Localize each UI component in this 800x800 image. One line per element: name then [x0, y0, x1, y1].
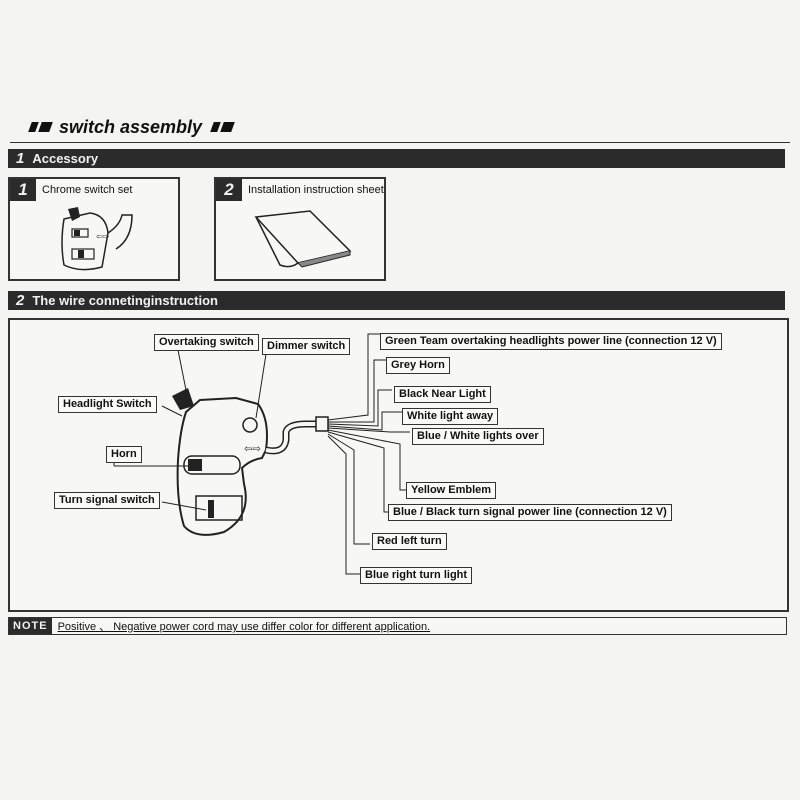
item-label: Installation instruction sheet [248, 184, 384, 196]
wire-label-white-away: White light away [402, 408, 499, 425]
accessory-item-instruction-sheet: 2 Installation instruction sheet [214, 177, 386, 281]
accessory-item-head: 1 Chrome switch set [10, 179, 178, 201]
item-number: 2 [216, 179, 242, 201]
label-horn: Horn [106, 446, 142, 463]
svg-text:⇦⇨: ⇦⇨ [244, 444, 261, 455]
chrome-switch-illustration: ⇦⇨ [61, 207, 133, 271]
title-marks-left [28, 122, 53, 132]
item-number: 1 [10, 179, 36, 201]
section-wire-bar: 2 The wire conneting​instruction [8, 291, 785, 310]
section-number: 2 [16, 292, 25, 309]
item-label: Chrome switch set [42, 184, 133, 196]
instruction-sheet-illustration [254, 210, 352, 268]
wire-label-blue-black: Blue / Black turn signal power line (con… [388, 504, 672, 521]
wire-label-black-near: Black Near Light [394, 386, 491, 403]
note-text: Positive 、 Negative power cord may use d… [57, 621, 431, 633]
section-label: The wire conneting​instruction [32, 293, 218, 308]
wire-label-blue-white: Blue / White lights over [412, 428, 544, 445]
accessory-item-chrome-switch: 1 Chrome switch set ⇦⇨ [8, 177, 180, 281]
title-marks-right [210, 122, 235, 132]
wire-label-grey-horn: Grey Horn [386, 357, 450, 374]
wire-label-blue-right: Blue right turn light [360, 567, 473, 584]
wire-label-green: Green Team overtaking headlights power l… [380, 333, 722, 350]
label-headlight-switch: Headlight Switch [58, 396, 157, 413]
wire-label-yellow: Yellow Emblem [406, 482, 497, 499]
wire-label-red-left: Red left turn [372, 533, 447, 550]
label-dimmer-switch: Dimmer switch [262, 338, 351, 355]
wiring-diagram-lines: ⇦⇨ [113, 333, 410, 575]
svg-text:⇦⇨: ⇦⇨ [96, 232, 110, 241]
section-accessory-bar: 1 Accessory [8, 149, 785, 168]
note-row: NOTE Positive 、 Negative power cord may … [8, 617, 787, 635]
label-overtaking-switch: Overtaking switch [154, 334, 259, 351]
section-number: 1 [16, 150, 25, 167]
label-turn-signal-switch: Turn signal switch [54, 492, 160, 509]
document-title: switch assembly [28, 115, 235, 139]
wiring-diagram: ⇦⇨ Overtaking switch Dimmer switch [8, 318, 789, 612]
title-text: switch assembly [59, 116, 203, 137]
note-tag: NOTE [9, 618, 52, 634]
section-label: Accessory [32, 151, 99, 166]
accessory-item-head: 2 Installation instruction sheet [216, 179, 384, 201]
title-rule [10, 142, 790, 143]
